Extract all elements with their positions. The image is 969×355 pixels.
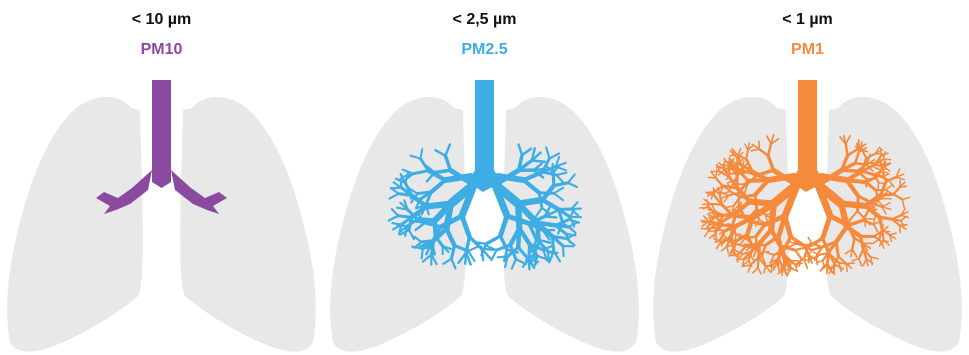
- bronchiole: [765, 214, 773, 215]
- bronchiole: [875, 154, 883, 155]
- bronchiole: [795, 248, 805, 250]
- pm-label: PM10: [0, 40, 323, 60]
- lungs-diagram: [646, 70, 969, 355]
- bronchiole: [529, 244, 530, 258]
- bronchiole: [788, 244, 797, 248]
- bronchiole: [417, 219, 434, 220]
- bronchiole: [468, 247, 477, 251]
- bronchiole: [842, 170, 858, 171]
- bronchiole: [545, 217, 557, 218]
- trachea: [798, 80, 817, 180]
- bronchiole: [552, 236, 553, 251]
- lungs-diagram: [323, 70, 646, 355]
- size-label: < 10 µm: [0, 10, 323, 30]
- trachea: [152, 80, 171, 180]
- bronchiole: [491, 250, 496, 260]
- bronchiole: [878, 183, 879, 190]
- bronchiole: [858, 196, 859, 211]
- right-lung: [180, 97, 316, 352]
- bronchiole: [718, 223, 719, 231]
- bronchiole: [427, 204, 451, 207]
- bronchiole: [422, 249, 423, 259]
- bronchiole: [882, 231, 890, 232]
- pm-label: PM2.5: [323, 40, 646, 60]
- bronchiole: [401, 178, 402, 187]
- bronchiole: [745, 237, 755, 238]
- bronchiole: [417, 192, 431, 194]
- bronchiole: [750, 202, 774, 204]
- bronchiole: [733, 206, 734, 214]
- bronchiole: [411, 198, 421, 199]
- bronchiole: [702, 222, 709, 223]
- bronchiole: [486, 236, 500, 244]
- pm25-panel: < 2,5 µm PM2.5: [323, 0, 646, 355]
- bronchiole: [731, 164, 741, 165]
- bronchiole: [737, 254, 738, 262]
- lungs-diagram: [0, 70, 323, 355]
- bronchiole: [882, 241, 888, 242]
- carina: [152, 170, 171, 188]
- bronchiole: [398, 216, 411, 218]
- bronchiole: [435, 170, 451, 172]
- bronchiole: [840, 220, 849, 221]
- size-label: < 1 µm: [646, 10, 969, 30]
- bronchiole: [735, 234, 736, 241]
- right-lung: [503, 97, 639, 352]
- pm1-panel: < 1 µm PM1: [646, 0, 969, 355]
- size-label: < 2,5 µm: [323, 10, 646, 30]
- pm10-panel: < 10 µm PM10: [0, 0, 323, 355]
- left-lung: [7, 97, 143, 352]
- bronchiole: [755, 195, 757, 209]
- bronchiole: [756, 237, 757, 249]
- bronchiole: [749, 217, 750, 225]
- bronchiole: [900, 225, 901, 232]
- bronchiole: [876, 190, 886, 191]
- bronchiole: [518, 204, 519, 229]
- bronchiole: [795, 250, 801, 258]
- bronchiole: [532, 160, 545, 161]
- trachea: [475, 80, 494, 180]
- bronchiole: [900, 186, 906, 187]
- pm-label: PM1: [646, 40, 969, 60]
- bronchiole: [563, 246, 564, 256]
